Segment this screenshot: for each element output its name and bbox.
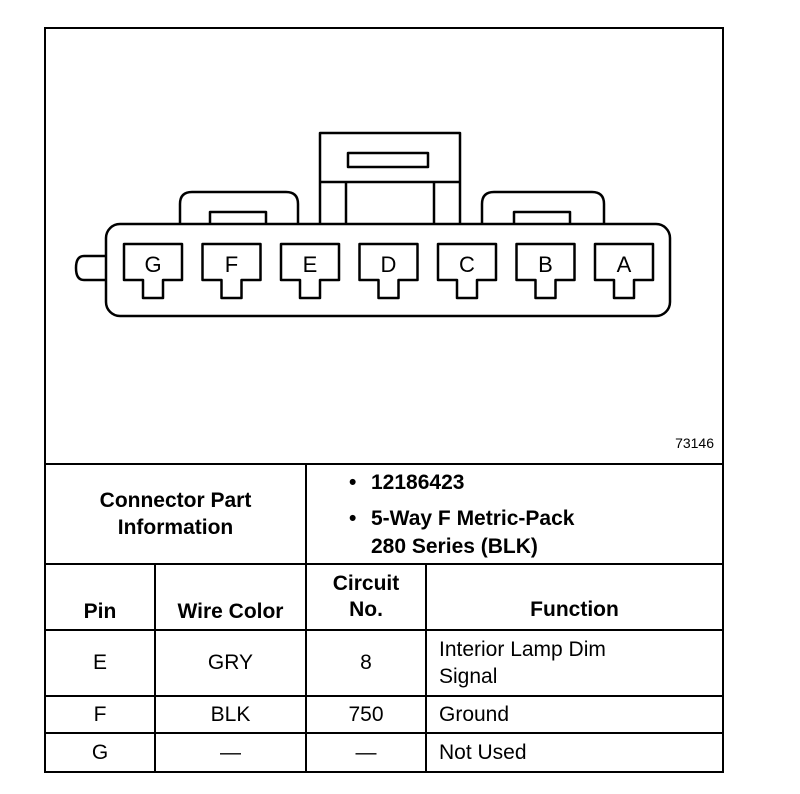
table-cell-wire-color: BLK — [210, 702, 251, 726]
column-divider — [305, 565, 307, 771]
table-cell-function: Ground — [439, 703, 510, 726]
pin-cavity-outline — [436, 242, 498, 300]
table-cell-wire-color: — — [220, 740, 241, 764]
pin-label: C — [459, 252, 475, 277]
pin-cavity-outline — [122, 242, 184, 300]
column-divider — [425, 565, 427, 771]
connector-diagram: G F E D C B A 73146 — [46, 29, 722, 465]
pin-cavity-g: G — [122, 242, 184, 300]
pin-label: B — [538, 252, 553, 277]
table-cell-circuit: 750 — [348, 702, 384, 726]
part-number: 12186423 — [371, 471, 465, 494]
right-hump — [480, 190, 606, 224]
pin-cavity-d: D — [358, 242, 419, 300]
table-cell-pin: G — [91, 740, 109, 764]
bullet-icon: • — [349, 471, 357, 494]
connector-description-1: 5-Way F Metric-Pack — [371, 507, 575, 530]
pin-cavity-c: C — [436, 242, 498, 300]
pin-label: A — [617, 252, 632, 277]
pin-cavity-outline — [593, 242, 655, 300]
header-circuit-line1: Circuit — [332, 572, 400, 595]
function-line2: Signal — [439, 665, 498, 688]
part-number-line: • 12186423 — [349, 471, 464, 495]
diagram-id-label: 73146 — [675, 435, 714, 451]
divider-line — [46, 463, 722, 465]
divider-line — [46, 629, 722, 631]
pin-label: E — [303, 252, 318, 277]
table-cell-function: Interior Lamp Dim Signal — [427, 631, 722, 695]
function-line1: Interior Lamp Dim — [439, 638, 606, 661]
table-cell-pin: F — [93, 702, 107, 726]
header-circuit-line2: No. — [349, 598, 383, 621]
connector-description-2: 280 Series (BLK) — [371, 535, 538, 558]
pin-label: G — [144, 252, 161, 277]
divider-line — [46, 732, 722, 734]
latch-outline — [318, 131, 462, 224]
header-circuit: Circuit No. — [307, 565, 425, 629]
left-hump-slot — [208, 210, 268, 224]
divider-line — [305, 465, 307, 563]
divider-line — [46, 695, 722, 697]
connector-info-label: Connector Part Information — [99, 489, 252, 539]
pin-cavity-b: B — [515, 242, 576, 300]
pin-cavity-e: E — [279, 242, 341, 300]
header-pin: Pin — [83, 600, 117, 623]
pin-cavity-a: A — [593, 242, 655, 300]
right-hump-slot — [512, 210, 572, 224]
table-cell-circuit: 8 — [360, 651, 372, 674]
pin-cavity-outline — [279, 242, 341, 300]
pin-cavity-outline — [515, 242, 576, 300]
table-cell-circuit: — — [355, 740, 377, 764]
pin-cavity-f: F — [201, 242, 262, 300]
header-function: Function — [530, 598, 619, 621]
pin-cavity-outline — [358, 242, 419, 300]
divider-line — [46, 563, 722, 565]
column-divider — [154, 565, 156, 771]
description-line: • 5-Way F Metric-Pack — [349, 507, 574, 531]
table-cell-pin: E — [92, 651, 107, 674]
header-wire-color: Wire Color — [177, 600, 284, 623]
table-cell-function: Not Used — [439, 741, 527, 764]
pin-label: F — [225, 252, 238, 277]
bullet-icon: • — [349, 507, 357, 530]
pin-cavity-outline — [201, 242, 262, 300]
latch-slot — [346, 151, 430, 169]
pin-label: D — [381, 252, 397, 277]
left-hump — [178, 190, 300, 224]
table-cell-wire-color: GRY — [207, 651, 254, 674]
left-tab — [74, 254, 106, 282]
